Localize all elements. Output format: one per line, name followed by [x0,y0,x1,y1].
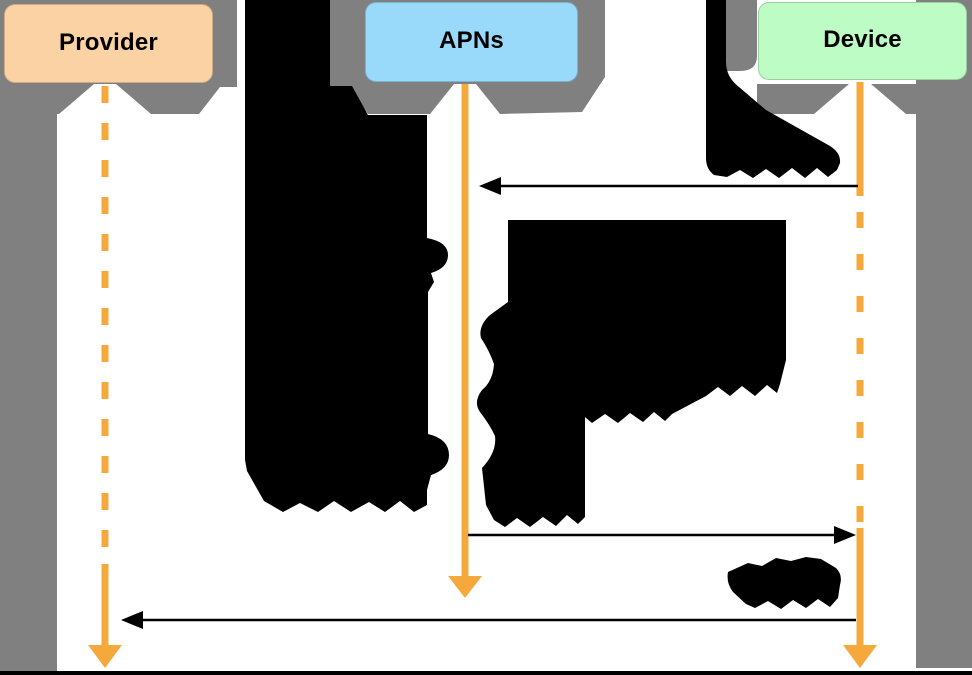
apns-lifeline-arrowhead [448,576,482,598]
arrow-device-to-provider-head [121,611,143,629]
frame-pocket [726,0,757,71]
actor-label-device: Device [823,26,902,53]
actor-label-provider: Provider [59,28,158,56]
device-lifeline-arrowhead [843,645,877,668]
frame-device-band-right [871,84,916,114]
actor-box-provider: Provider [4,4,213,83]
left-annotation-blob [245,0,449,512]
arrow-apns-to-device-head [834,526,856,544]
connect-label-blob [706,0,841,178]
bottom-border [0,671,972,675]
actor-label-apns: APNs [439,27,504,54]
token-label-blob [727,557,841,609]
frame-right-column [916,0,972,668]
redaction-blobs [245,0,841,609]
actor-box-device: Device [758,2,967,80]
lifelines [88,82,877,668]
provider-lifeline-arrowhead [88,645,122,668]
message-arrows [121,177,858,629]
center-annotation-blob [476,220,786,527]
frame-device-band-left [757,84,849,114]
arrow-device-to-apns-head [479,177,501,195]
actor-box-apns: APNs [365,2,578,82]
